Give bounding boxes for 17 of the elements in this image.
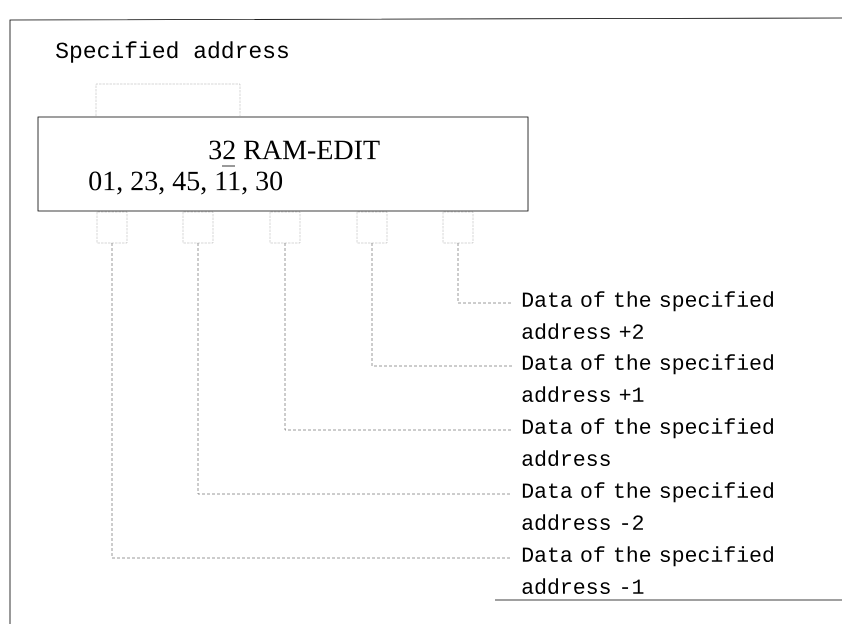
dotted-box xyxy=(182,212,214,244)
leader-line xyxy=(112,242,512,558)
callout-text: Data of the specified address -1 xyxy=(522,546,773,594)
callout-text: Data of the specified address xyxy=(522,418,773,466)
callout-text: Data of the specified address +2 xyxy=(522,291,773,340)
leader-line xyxy=(458,242,512,304)
dotted-box xyxy=(442,212,474,244)
dotted-box xyxy=(96,212,128,244)
callout-text: Data of the specified address +1 xyxy=(522,354,773,402)
leader-line xyxy=(198,242,512,494)
dotted-box xyxy=(356,212,388,244)
leader-line xyxy=(372,242,512,366)
heading: Specified address xyxy=(56,41,288,63)
dotted-box xyxy=(270,212,300,244)
lcd-display: 32 RAM-EDIT 01, 23, 45, 11, 30 xyxy=(38,116,528,212)
leader-line xyxy=(284,242,512,430)
callout-text: Data of the specified address -2 xyxy=(522,482,773,530)
